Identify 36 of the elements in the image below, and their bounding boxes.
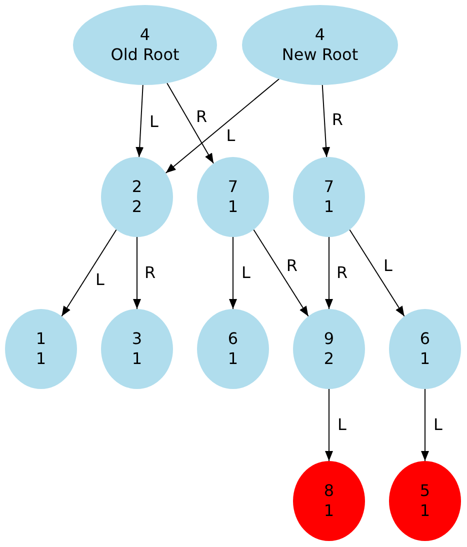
node-label: 7 — [228, 177, 238, 197]
node-label: 1 — [420, 501, 430, 521]
node-label: Old Root — [110, 45, 180, 65]
node-label: 1 — [36, 329, 46, 349]
arrow — [253, 229, 309, 317]
node-label: 4 — [140, 25, 150, 45]
node-label: 1 — [228, 349, 238, 369]
node-label: 4 — [314, 25, 326, 45]
node-label: 2 — [132, 177, 142, 197]
arrow — [165, 78, 280, 174]
node-label: 3 — [132, 329, 142, 349]
node-label: 1 — [36, 349, 46, 369]
node-label: 6 — [228, 329, 238, 349]
arrow — [349, 229, 405, 317]
node-label: 7 — [324, 177, 334, 197]
node-label: 9 — [324, 329, 334, 349]
arrow — [136, 84, 144, 158]
node-label: 1 — [324, 501, 334, 521]
arrow — [229, 236, 237, 310]
node-label: 1 — [420, 349, 430, 369]
arrow — [322, 84, 330, 158]
node-label: 2 — [132, 197, 142, 217]
node-label: 6 — [420, 329, 430, 349]
node-label: 1 — [324, 197, 334, 217]
arrow — [421, 388, 429, 462]
node-label: 1 — [132, 349, 142, 369]
arrow — [325, 236, 333, 310]
node-label: New Root — [282, 45, 358, 65]
arrow — [61, 229, 117, 317]
node-label: 1 — [228, 197, 238, 217]
arrow — [133, 236, 141, 310]
arrow — [166, 82, 214, 164]
arrow — [325, 388, 333, 462]
node-label: 5 — [420, 481, 430, 501]
node-label: 2 — [324, 349, 334, 369]
node-label: 8 — [324, 481, 334, 501]
